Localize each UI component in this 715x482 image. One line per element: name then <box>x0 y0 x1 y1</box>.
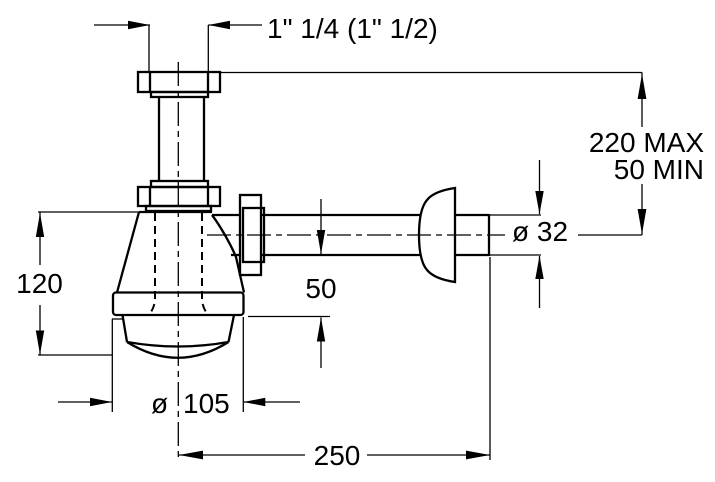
arrow-up-icon <box>316 317 326 342</box>
dim-outlet-reach <box>179 257 491 460</box>
dim-cup-diameter <box>58 317 300 412</box>
arrow-up-icon <box>35 213 45 237</box>
dim-body-height <box>35 211 140 356</box>
arrow-down-icon <box>637 209 647 234</box>
arrow-down-icon <box>535 191 544 215</box>
dim-outlet-diameter <box>490 160 544 308</box>
label-wall-height: 220 MAX 50 MIN <box>504 127 704 185</box>
dim-outlet-offset <box>248 199 330 368</box>
label-inlet-size: 1" 1/4 (1" 1/2) <box>267 13 438 44</box>
dim-wall-height <box>220 71 647 235</box>
arrow-right-icon <box>466 450 490 460</box>
arrow-right-icon <box>128 20 150 30</box>
label-wall-height-max: 220 MAX <box>588 127 704 158</box>
arrow-down-icon <box>35 330 45 355</box>
arrow-left-icon <box>179 450 203 460</box>
label-body-height: 120 <box>16 268 63 299</box>
label-outlet-reach: 250 <box>313 440 361 471</box>
arrow-up-icon <box>535 255 544 279</box>
inlet-lower-nut <box>136 179 222 213</box>
label-cup-diameter-value: 105 <box>183 388 230 419</box>
label-outlet-diameter: ø 32 <box>511 216 569 247</box>
dim-inlet-width <box>94 20 262 71</box>
label-wall-height-min: 50 MIN <box>613 154 704 185</box>
arrow-right-icon <box>90 397 112 407</box>
arrow-down-icon <box>316 230 326 254</box>
inlet-tailpipe <box>157 97 206 181</box>
arrow-up-icon <box>637 74 647 99</box>
internal-dip-tube <box>149 213 156 315</box>
label-cup-diameter-symbol: ø <box>151 388 169 419</box>
inlet-top-nut <box>136 70 222 99</box>
trap-body <box>115 210 246 315</box>
label-outlet-offset: 50 <box>305 273 337 304</box>
